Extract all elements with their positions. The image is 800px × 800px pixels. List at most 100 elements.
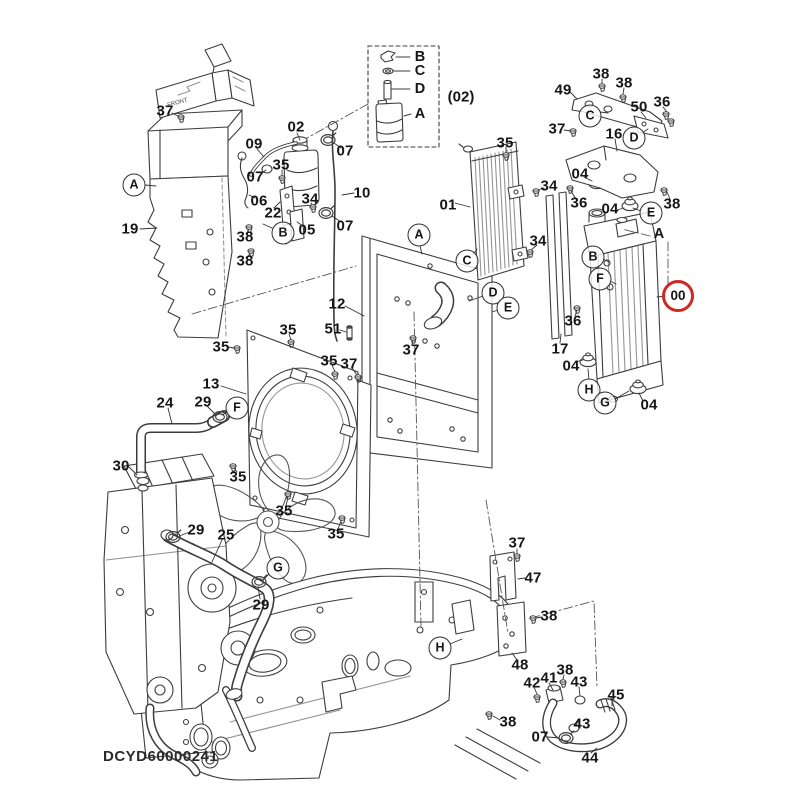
part-label: 34 <box>529 232 547 250</box>
part-label: 25 <box>217 526 235 544</box>
letter-callout: A <box>407 223 431 247</box>
part-label: 42 <box>523 674 541 692</box>
side-seal <box>545 194 560 340</box>
alignment-lines <box>191 103 669 689</box>
part-label: 38 <box>540 607 558 625</box>
part-label: 13 <box>202 375 220 393</box>
part-label: 38 <box>236 252 254 270</box>
part-label: 48 <box>511 656 529 674</box>
detail-letter: A <box>653 225 665 242</box>
drawing-code: DCYD60000241 <box>103 748 219 765</box>
part-label: 43 <box>570 673 588 691</box>
letter-callout: B <box>581 245 605 269</box>
part-label: 07 <box>246 168 264 186</box>
letter-callout: F <box>225 396 249 420</box>
part-label: 36 <box>653 93 671 111</box>
part-label: 38 <box>499 713 517 731</box>
part-label: 34 <box>301 190 319 208</box>
mount-bracket-19 <box>147 109 243 339</box>
part-label: 49 <box>554 81 572 99</box>
oil-cooler <box>458 141 529 281</box>
part-label: 38 <box>556 661 574 679</box>
part-label: 22 <box>264 204 282 222</box>
front-direction-marker: FRONT <box>155 43 255 119</box>
highlighted-part-label: 00 <box>662 280 694 312</box>
part-label: 17 <box>551 340 569 358</box>
part-label: 37 <box>156 102 174 120</box>
part-label: 37 <box>548 120 566 138</box>
part-label: 38 <box>236 228 254 246</box>
detail-box <box>367 45 440 148</box>
part-label: 35 <box>327 525 345 543</box>
part-label: 29 <box>187 521 205 539</box>
part-label: 35 <box>320 352 338 370</box>
part-label: 36 <box>570 194 588 212</box>
part-label: 34 <box>540 177 558 195</box>
letter-callout: C <box>455 249 479 273</box>
lower-hose <box>160 529 275 702</box>
part-label: 16 <box>605 125 623 143</box>
letter-callout: D <box>481 281 505 305</box>
part-label: 04 <box>562 357 580 375</box>
part-label: 04 <box>601 200 619 218</box>
letter-callout: B <box>271 221 295 245</box>
part-label: 38 <box>663 195 681 213</box>
part-label: 05 <box>298 221 316 239</box>
part-label: 07 <box>336 217 354 235</box>
part-label: 45 <box>607 686 625 704</box>
part-label: 37 <box>402 341 420 359</box>
letter-callout: H <box>428 636 452 660</box>
letter-callout: A <box>122 173 146 197</box>
detail-letter: B <box>414 48 426 65</box>
upper-brackets <box>565 92 669 199</box>
part-label: 51 <box>324 320 342 338</box>
engine <box>103 453 256 777</box>
part-label: 37 <box>508 534 526 552</box>
part-label: 41 <box>540 669 558 687</box>
part-label: 47 <box>524 569 542 587</box>
part-label: 35 <box>212 338 230 356</box>
letter-callout: C <box>578 104 602 128</box>
part-label: 02 <box>287 118 305 136</box>
part-label: 24 <box>156 394 174 412</box>
part-label: 10 <box>353 184 371 202</box>
letter-callout: E <box>639 201 663 225</box>
detail-letter: C <box>414 62 426 79</box>
part-label: 04 <box>640 396 658 414</box>
part-label: 35 <box>275 502 293 520</box>
pin-51 <box>346 325 353 341</box>
part-label: 04 <box>571 165 589 183</box>
part-label: 37 <box>340 355 358 373</box>
part-label: 35 <box>229 468 247 486</box>
part-label: 19 <box>121 220 139 238</box>
upper-hose <box>133 409 230 492</box>
part-label: 30 <box>112 457 130 475</box>
part-label: 01 <box>439 196 457 214</box>
support-frame <box>361 235 493 469</box>
detail-letter: D <box>414 80 426 97</box>
cooling-fan <box>200 454 339 590</box>
part-label: 35 <box>272 156 290 174</box>
part-label: 09 <box>245 135 263 153</box>
part-label: 07 <box>336 142 354 160</box>
reserve-tank <box>237 136 320 245</box>
side-seal <box>558 191 573 337</box>
part-label: 44 <box>581 749 599 767</box>
part-label: 38 <box>592 65 610 83</box>
part-label: 29 <box>252 596 270 614</box>
group-ref: (02) <box>447 88 475 106</box>
detail-item-oring <box>382 67 394 75</box>
leader-lines <box>127 78 671 754</box>
part-label: 38 <box>615 74 633 92</box>
part-label: 29 <box>194 393 212 411</box>
part-label: 35 <box>496 134 514 152</box>
letter-callout: G <box>593 391 617 415</box>
letter-callout: F <box>588 267 612 291</box>
part-label: 06 <box>250 192 268 210</box>
part-label: 07 <box>531 728 549 746</box>
letter-callout: D <box>622 126 646 150</box>
letter-callout: E <box>496 296 520 320</box>
